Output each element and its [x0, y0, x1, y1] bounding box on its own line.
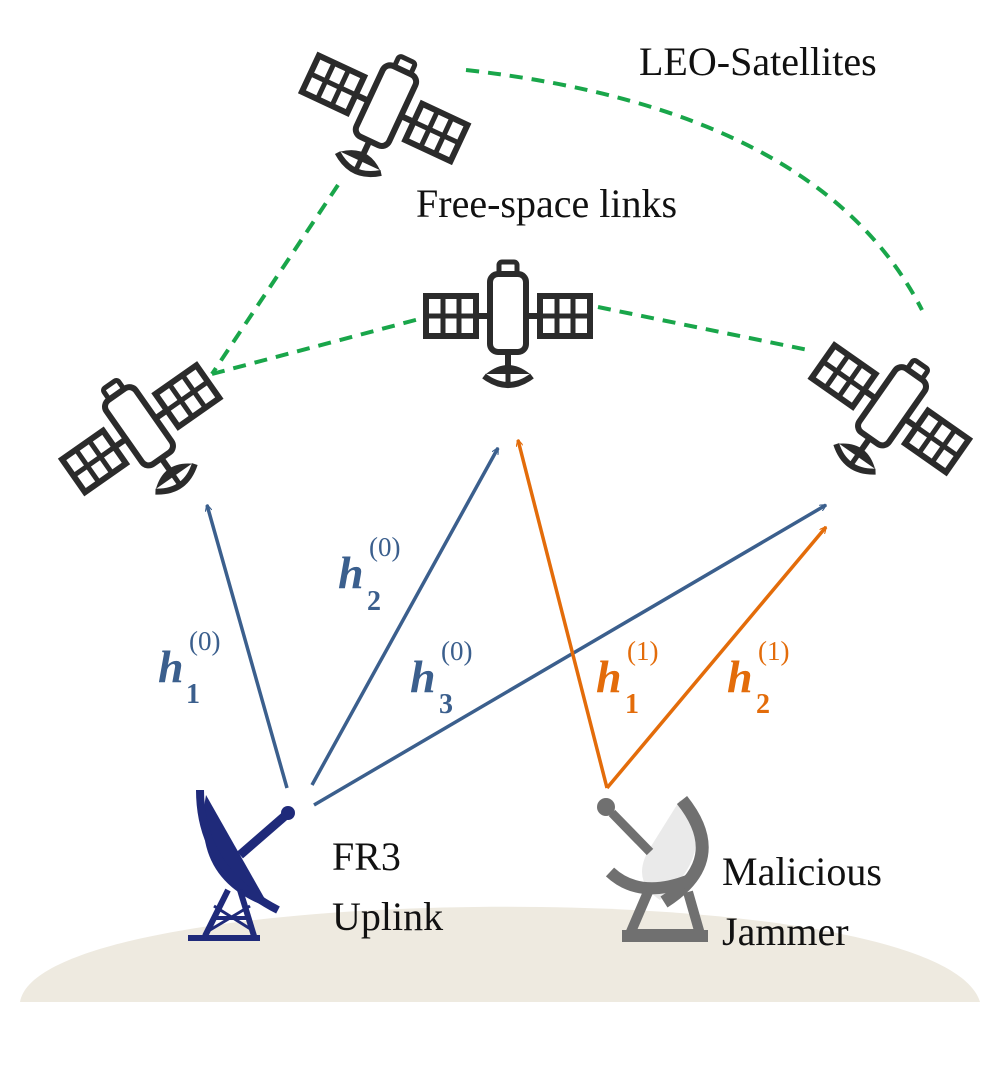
channel-label-h3-0: h (0) 3 [410, 636, 472, 720]
svg-text:(0): (0) [189, 626, 220, 656]
satellite-icon [784, 317, 989, 512]
free-space-links [210, 68, 924, 376]
channel-label-h2-1: h (1) 2 [727, 636, 789, 720]
link-center-right [597, 305, 809, 352]
svg-text:2: 2 [756, 689, 770, 720]
svg-text:h: h [158, 641, 184, 692]
leo-satellites-label: LEO-Satellites [639, 39, 877, 84]
svg-text:h: h [410, 651, 436, 702]
svg-text:h: h [596, 651, 622, 702]
svg-text:2: 2 [367, 586, 381, 617]
svg-text:(1): (1) [758, 636, 789, 666]
jammer-dish-icon [597, 795, 709, 942]
satellite-icon [281, 25, 482, 206]
svg-text:1: 1 [625, 689, 639, 720]
jammer-label-line1: Malicious [722, 849, 882, 894]
free-space-links-label: Free-space links [416, 181, 677, 226]
leo-orbit-arc [465, 68, 924, 311]
satellite-icon [43, 337, 248, 532]
svg-text:3: 3 [439, 689, 453, 720]
uplink-label-line2: Uplink [332, 894, 443, 939]
uplink-channels [207, 448, 826, 807]
jammer-channels [518, 440, 828, 790]
satellite-icon [426, 262, 590, 385]
svg-text:(0): (0) [369, 532, 400, 562]
channel-arrow-h2-0 [310, 448, 500, 786]
uplink-label-line1: FR3 [332, 834, 401, 879]
channel-label-h1-0: h (0) 1 [158, 626, 220, 710]
jammer-label-line2: Jammer [722, 909, 849, 954]
link-top-left [210, 183, 340, 376]
svg-text:(1): (1) [627, 636, 658, 666]
channel-arrow-h3-0 [313, 503, 826, 807]
channel-arrow-h1-0 [207, 505, 289, 789]
ground-area [20, 906, 980, 1002]
svg-text:1: 1 [186, 679, 200, 710]
channel-arrow-h1-1 [518, 440, 609, 789]
channel-label-h1-1: h (1) 1 [596, 636, 658, 720]
link-left-center [211, 316, 424, 376]
satellite-dish-icon [188, 789, 295, 941]
svg-text:h: h [727, 651, 753, 702]
svg-text:(0): (0) [441, 636, 472, 666]
svg-text:h: h [338, 547, 364, 598]
channel-label-h2-0: h (0) 2 [338, 532, 400, 617]
channel-arrow-h2-1 [605, 527, 828, 790]
